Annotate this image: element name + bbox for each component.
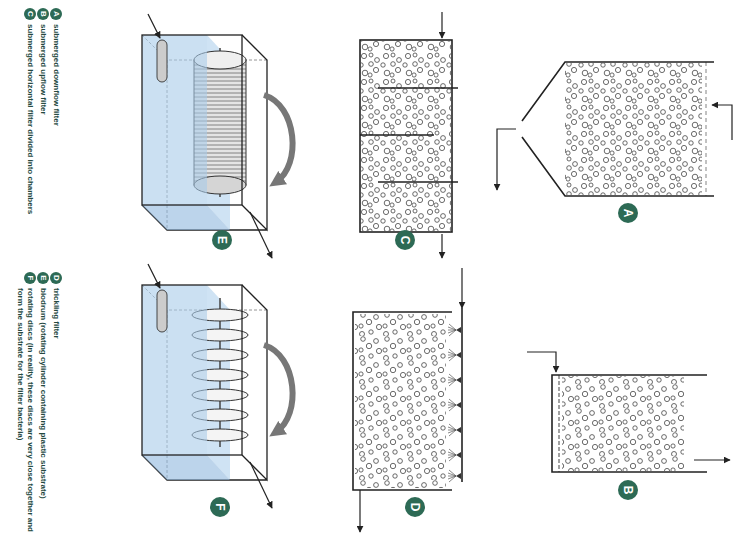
rotating-discs-tank-part — [157, 290, 167, 332]
legend-letter: D — [50, 272, 62, 284]
downflow-filter-part — [565, 63, 702, 195]
legend-letter: B — [37, 8, 49, 20]
legend-text: trickling filter — [51, 288, 62, 339]
legend-text: rotating discs (in reality, these discs … — [15, 288, 36, 538]
trickling-filter-part — [353, 312, 452, 490]
trickling-filter-part — [461, 308, 463, 482]
trickling-filter-part — [448, 399, 461, 411]
biodrum-tank-part — [264, 95, 293, 182]
upflow-filter-part — [559, 375, 560, 472]
badge-letter: A — [622, 209, 634, 218]
badge-letter: B — [622, 486, 634, 495]
filter-badge: C — [395, 230, 415, 250]
horizontal-filter-part — [361, 41, 451, 231]
legend-text: biodrum (rotating cylinder containing pl… — [38, 288, 49, 499]
legend-item: Asubmerged downflow filter — [50, 8, 62, 270]
legend-letter: A — [50, 8, 62, 20]
legend-item: Csubmerged horizontal filter divided int… — [24, 8, 36, 270]
legend-item: Ebiodrum (rotating cylinder containing p… — [37, 272, 49, 538]
biodrum-tank-part — [157, 40, 167, 82]
trickling-filter-part — [448, 449, 461, 461]
horizontal-filter-part — [360, 88, 458, 182]
downflow-filter-part — [706, 62, 707, 196]
horizontal-filter-part — [360, 40, 452, 232]
downflow-filter-part — [712, 105, 732, 140]
rotating-discs-tank-part — [148, 264, 160, 288]
rotating-discs-tank-part — [250, 462, 272, 508]
trickling-filter-part — [359, 490, 360, 532]
legend-text: submerged horizontal filter divided into… — [25, 24, 36, 214]
horizontal-filter — [360, 12, 458, 258]
trickling-filter-part — [448, 424, 461, 436]
filter-badge: E — [212, 230, 232, 250]
badge-letter: E — [216, 236, 228, 244]
biodrum-tank — [142, 14, 293, 258]
filter-badge: B — [618, 480, 638, 500]
badge-letter: D — [409, 503, 421, 512]
legend-text: submerged upflow filter — [38, 24, 49, 115]
trickling-filter-part — [448, 374, 461, 386]
legend-text: submerged downflow filter — [51, 24, 62, 126]
upflow-filter-part — [694, 459, 730, 460]
legend-letter: E — [37, 272, 49, 284]
filter-badge: D — [405, 497, 425, 517]
legend-letter: C — [24, 8, 36, 20]
rotating-discs-tank-part — [142, 285, 242, 480]
horizontal-filter-part — [441, 12, 442, 38]
legend-item: Frotating discs (in reality, these discs… — [15, 272, 36, 538]
upflow-filter — [527, 352, 730, 472]
trickling-filter-part — [448, 349, 461, 361]
badge-letter: C — [399, 236, 411, 245]
filter-badge: F — [210, 497, 230, 517]
biodrum-tank-part — [142, 35, 267, 230]
upflow-filter-part — [527, 352, 556, 372]
downflow-filter — [497, 62, 732, 196]
upflow-filter-part — [562, 376, 684, 471]
legend-item: Dtrickling filter — [50, 272, 62, 538]
trickling-filter-part — [461, 268, 462, 308]
rotating-discs-tank-part — [142, 285, 267, 480]
legend-item: Bsubmerged upflow filter — [37, 8, 49, 270]
biodrum-tank-part — [142, 35, 242, 230]
trickling-filter-part — [355, 314, 446, 488]
trickling-filter — [353, 268, 462, 532]
trickling-filter-part — [448, 324, 461, 336]
biodrum-tank-part — [250, 212, 272, 258]
biodrum-tank-part — [148, 14, 160, 38]
downflow-filter-part — [497, 129, 516, 190]
horizontal-filter-part — [441, 234, 442, 258]
upflow-filter-part — [552, 375, 707, 472]
legend-letter: F — [24, 272, 36, 284]
badge-letter: F — [214, 503, 226, 510]
downflow-filter-part — [522, 62, 714, 196]
rotating-discs-tank-part — [264, 345, 293, 432]
filter-badge: A — [618, 203, 638, 223]
rotating-discs-tank — [142, 264, 293, 508]
trickling-filter-part — [448, 470, 461, 482]
